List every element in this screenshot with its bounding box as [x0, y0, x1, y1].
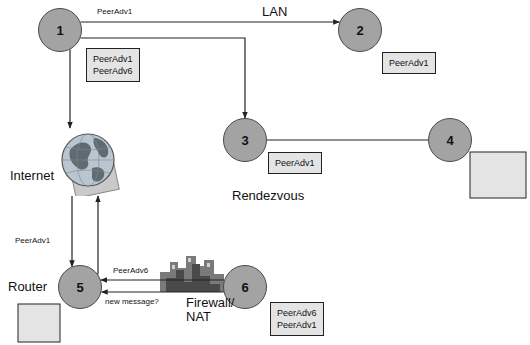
peer-circle: 4 [428, 118, 472, 162]
advertisement-name: PeerAdv1 [389, 57, 429, 69]
message-arrow [101, 279, 224, 280]
firewall-picture [160, 256, 224, 292]
advertisement-name: PeerAdv6 [93, 65, 133, 77]
peer-circle: 5 [58, 265, 102, 309]
arrow-label: PeerAdv6 [112, 266, 149, 275]
peer-number: 6 [241, 280, 248, 295]
peer-number: 5 [76, 280, 83, 295]
advertisement-name: PeerAdv1 [275, 157, 315, 169]
peer-circle: 2 [338, 8, 382, 52]
empty-cache-box [470, 152, 526, 198]
peer-circle: 3 [223, 118, 267, 162]
message-arrow [267, 139, 428, 140]
advertisement-cache: PeerAdv1PeerAdv6 [86, 48, 140, 82]
arrow-label: PeerAdv1 [14, 236, 51, 245]
internet-cloud: Internet [58, 128, 120, 196]
network-label: Internet [10, 168, 54, 183]
advertisement-cache: PeerAdv6PeerAdv1 [270, 302, 324, 336]
message-arrow [69, 50, 70, 128]
message-arrow [101, 291, 223, 292]
place-label: Router [8, 279, 47, 294]
advertisement-cache: PeerAdv1 [382, 52, 436, 74]
place-label: LAN [262, 4, 287, 19]
message-arrow [81, 38, 246, 118]
peer-number: 1 [56, 23, 63, 38]
advertisement-name: PeerAdv6 [277, 307, 317, 319]
advertisement-name: PeerAdv1 [277, 319, 317, 331]
arrow-label: new message? [104, 297, 160, 306]
peer-number: 3 [241, 133, 248, 148]
peer-number: 4 [446, 133, 453, 148]
message-arrow [71, 196, 72, 267]
globe-icon [58, 128, 120, 196]
arrow-label: PeerAdv1 [96, 7, 133, 16]
peer-circle: 1 [38, 8, 82, 52]
message-arrow [97, 196, 98, 274]
place-label: Rendezvous [232, 188, 304, 203]
advertisement-cache: PeerAdv1 [268, 152, 322, 174]
message-arrow [81, 21, 340, 22]
empty-cache-box [18, 304, 60, 342]
peer-number: 2 [356, 23, 363, 38]
place-label: Firewall/ NAT [186, 296, 248, 324]
advertisement-name: PeerAdv1 [93, 53, 133, 65]
